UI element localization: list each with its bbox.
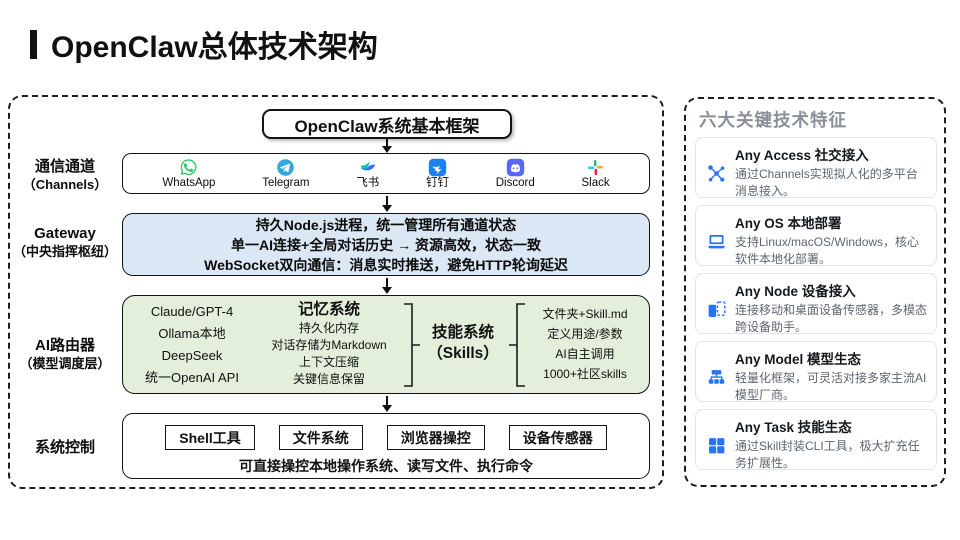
channel-label: Discord <box>495 176 535 189</box>
channel-label: Slack <box>581 176 610 189</box>
system-control-row-label: 系统控制 <box>34 439 95 456</box>
feature-card-desc: 支持Linux/macOS/Windows，核心软件本地化部署。 <box>735 235 920 266</box>
channels-box: WhatsApp Telegram 飞书 钉钉 Discord <box>122 153 650 194</box>
skills-system-title: 技能系统 （Skills） <box>427 324 499 362</box>
memory-item: 关键信息保留 <box>292 372 365 386</box>
ai-router-box: Claude/GPT-4 Ollama本地 DeepSeek 统一OpenAI … <box>122 295 650 394</box>
features-panel: 六大关键技术特征 Any Access 社交接入 通过Channels实现拟人化… <box>684 97 946 487</box>
tool-browser: 浏览器操控 <box>386 425 485 450</box>
memory-bracket <box>403 303 421 392</box>
laptop-icon <box>706 231 727 252</box>
feature-card-any-access: Any Access 社交接入 通过Channels实现拟人化的多平台消息接入。 <box>695 137 937 198</box>
tool-filesystem: 文件系统 <box>278 425 363 450</box>
flow-arrow <box>381 396 393 412</box>
feature-card-desc: 通过Channels实现拟人化的多平台消息接入。 <box>735 167 918 198</box>
channel-label: WhatsApp <box>162 176 216 189</box>
telegram-icon <box>276 158 295 177</box>
skills-item: 定义用途/参数 <box>547 327 623 341</box>
feature-card-any-task: Any Task 技能生态 通过Skill封装CLI工具，极大扩充任务扩展性。 <box>695 409 937 470</box>
flow-arrow <box>381 278 393 294</box>
model-item: 统一OpenAI API <box>145 370 239 385</box>
page-title-text: OpenClaw总体技术架构 <box>51 31 378 64</box>
whatsapp-icon <box>179 158 198 177</box>
tool-sensors: 设备传感器 <box>508 425 607 450</box>
model-item: Ollama本地 <box>158 326 226 341</box>
channel-telegram: Telegram <box>262 158 310 190</box>
gateway-row-label: Gateway （中央指挥枢纽） <box>12 225 117 259</box>
feature-card-title: Any Model 模型生态 <box>735 352 862 367</box>
feature-card-title: Any Node 设备接入 <box>735 284 856 299</box>
skills-item: 1000+社区skills <box>543 367 627 381</box>
feature-card-title: Any Task 技能生态 <box>735 420 852 435</box>
channel-label: 飞书 <box>356 176 380 189</box>
system-control-note: 可直接操控本地操作系统、读写文件、执行命令 <box>239 458 533 474</box>
channel-whatsapp: WhatsApp <box>162 158 215 190</box>
feature-card-any-node: Any Node 设备接入 连接移动和桌面设备传感器，多模态跨设备助手。 <box>695 273 937 334</box>
memory-system-title: 记忆系统 <box>297 301 360 318</box>
channel-dingtalk: 钉钉 <box>426 158 449 190</box>
flow-arrow <box>381 137 393 153</box>
feature-card-desc: 轻量化框架，可灵活对接多家主流AI模型厂商。 <box>735 371 927 402</box>
channel-feishu: 飞书 <box>356 158 379 190</box>
tool-shell: Shell工具 <box>165 425 255 450</box>
gateway-box: 持久Node.js进程，统一管理所有通道状态 单一AI连接+全局对话历史 → 资… <box>122 213 650 276</box>
model-item: Claude/GPT-4 <box>150 304 234 319</box>
skills-bracket <box>508 303 526 392</box>
feature-card-any-os: Any OS 本地部署 支持Linux/macOS/Windows，核心软件本地… <box>695 205 937 266</box>
page-title: OpenClaw总体技术架构 <box>30 22 378 66</box>
gateway-line: WebSocket双向通信：消息实时推送，避免HTTP轮询延迟 <box>204 256 568 273</box>
memory-system: 记忆系统 持久化内存 对话存储为Markdown 上下文压缩 关键信息保留 <box>255 299 403 388</box>
frame-title: OpenClaw系统基本框架 <box>294 116 480 136</box>
feature-card-title: Any Access 社交接入 <box>735 148 869 163</box>
skills-item: 文件夹+Skill.md <box>542 307 628 321</box>
skills-item: AI自主调用 <box>555 347 615 361</box>
grid-icon <box>706 435 727 456</box>
title-accent-bar <box>30 29 37 59</box>
tool-list: Shell工具 文件系统 浏览器操控 设备传感器 <box>123 425 649 450</box>
feature-card-desc: 通过Skill封装CLI工具，极大扩充任务扩展性。 <box>735 439 920 470</box>
feature-card-any-model: Any Model 模型生态 轻量化框架，可灵活对接多家主流AI模型厂商。 <box>695 341 937 402</box>
features-panel-title: 六大关键技术特征 <box>699 110 847 130</box>
feature-card-title: Any OS 本地部署 <box>735 216 842 231</box>
memory-item: 持久化内存 <box>298 321 359 335</box>
discord-icon <box>506 158 525 177</box>
memory-item: 对话存储为Markdown <box>271 338 387 352</box>
network-icon <box>706 163 727 184</box>
hierarchy-icon <box>706 367 727 388</box>
skills-list: 文件夹+Skill.md 定义用途/参数 AI自主调用 1000+社区skill… <box>526 304 644 384</box>
model-item: DeepSeek <box>161 348 223 363</box>
slack-icon <box>586 158 605 177</box>
channels-row-label: 通信通道 （Channels） <box>22 158 108 192</box>
channel-discord: Discord <box>496 158 535 190</box>
ai-router-row-label: AI路由器 （模型调度层） <box>19 337 111 371</box>
channel-label: 钉钉 <box>426 176 449 189</box>
architecture-panel: OpenClaw系统基本框架 通信通道 （Channels） Gateway （… <box>8 95 664 489</box>
channel-slack: Slack <box>581 158 610 190</box>
dingtalk-icon <box>428 158 447 177</box>
feature-card-desc: 连接移动和桌面设备传感器，多模态跨设备助手。 <box>735 303 928 334</box>
feishu-icon <box>358 158 377 177</box>
memory-item: 上下文压缩 <box>298 355 359 369</box>
flow-arrow <box>381 196 393 212</box>
devices-icon <box>706 299 727 320</box>
gateway-line: 持久Node.js进程，统一管理所有通道状态 <box>255 216 517 233</box>
model-list: Claude/GPT-4 Ollama本地 DeepSeek 统一OpenAI … <box>129 301 255 389</box>
system-control-box: Shell工具 文件系统 浏览器操控 设备传感器 可直接操控本地操作系统、读写文… <box>122 413 650 479</box>
gateway-line: 单一AI连接+全局对话历史 → 资源高效，状态一致 <box>231 236 541 253</box>
channel-label: Telegram <box>262 176 310 189</box>
frame-title-box: OpenClaw系统基本框架 <box>262 109 512 139</box>
